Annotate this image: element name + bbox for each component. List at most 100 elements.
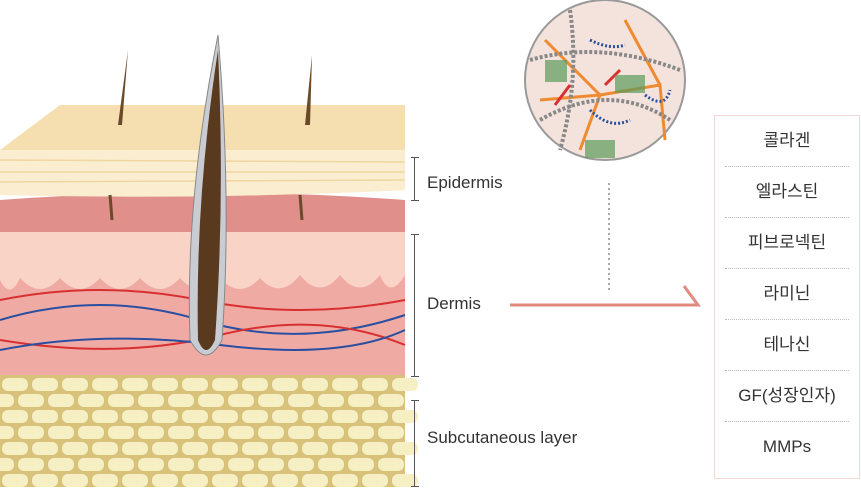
fat-cell [198, 394, 224, 407]
subcutaneous-bracket [411, 400, 421, 487]
fat-cell [378, 458, 404, 471]
fat-cell [108, 458, 134, 471]
fat-cell [348, 394, 374, 407]
fat-cell [108, 426, 134, 439]
fat-cell [122, 378, 148, 391]
fat-cell [212, 410, 238, 423]
fat-cell [302, 474, 328, 487]
fat-cell [122, 410, 148, 423]
hair-icon [305, 55, 312, 125]
fat-cell [228, 426, 254, 439]
fat-cell [392, 378, 418, 391]
fat-cell [258, 458, 284, 471]
fat-cell [152, 474, 178, 487]
list-item: 테나신 [725, 320, 849, 371]
list-item: 라미닌 [725, 269, 849, 320]
fat-cell [18, 426, 44, 439]
fat-cell [302, 410, 328, 423]
fat-cell [92, 410, 118, 423]
fat-cell [32, 442, 58, 455]
fat-cell [242, 410, 268, 423]
fat-cell [378, 426, 404, 439]
fat-cell [332, 442, 358, 455]
fat-cell [318, 426, 344, 439]
fat-cell [198, 426, 224, 439]
fat-cell [108, 394, 134, 407]
fat-cell [48, 394, 74, 407]
fat-cell [78, 458, 104, 471]
list-item: 피브로넥틴 [725, 218, 849, 269]
fat-cell [242, 378, 268, 391]
dermis-bracket [411, 234, 421, 377]
fat-cell [182, 410, 208, 423]
hair-icon [118, 50, 128, 125]
fat-cell [18, 458, 44, 471]
fat-cell [152, 442, 178, 455]
fat-cell [272, 410, 298, 423]
subcutaneous-layer-graphic [0, 375, 418, 487]
fat-cell [138, 426, 164, 439]
fat-cell [288, 394, 314, 407]
fat-cell [348, 458, 374, 471]
fat-cell [32, 474, 58, 487]
fat-cell [92, 474, 118, 487]
fat-cell [242, 474, 268, 487]
fat-cell [212, 474, 238, 487]
fat-cell [92, 378, 118, 391]
fat-cell [62, 442, 88, 455]
fat-cell [212, 442, 238, 455]
fat-cell [392, 410, 418, 423]
fat-cell [318, 458, 344, 471]
fat-cell [62, 410, 88, 423]
fat-cell [48, 458, 74, 471]
fat-cell [392, 474, 418, 487]
fat-cell [302, 378, 328, 391]
fat-cell [122, 442, 148, 455]
fat-cell [332, 410, 358, 423]
list-item: 엘라스틴 [725, 167, 849, 218]
arrow-connector [510, 285, 701, 307]
fat-cell [378, 394, 404, 407]
fat-cell [18, 394, 44, 407]
fat-cell [152, 410, 178, 423]
fat-cell [182, 378, 208, 391]
fat-cell [332, 474, 358, 487]
fat-cell [122, 474, 148, 487]
fat-cell [2, 442, 28, 455]
fat-cell [288, 426, 314, 439]
fat-cell [228, 394, 254, 407]
fat-cell [62, 378, 88, 391]
fat-cell [272, 442, 298, 455]
fat-cell [198, 458, 224, 471]
fat-cell [318, 394, 344, 407]
list-item: MMPs [762, 437, 812, 456]
fat-cell [392, 442, 418, 455]
fat-cell [32, 410, 58, 423]
fat-cell [0, 394, 14, 407]
fat-cell [182, 442, 208, 455]
fat-cell [2, 410, 28, 423]
list-item: 콜라겐 [725, 116, 849, 167]
fat-cell [362, 474, 388, 487]
fat-cell [0, 458, 14, 471]
fat-cell [48, 426, 74, 439]
fat-cell [242, 442, 268, 455]
fat-cell [302, 442, 328, 455]
fat-cell [168, 394, 194, 407]
fat-cell [362, 442, 388, 455]
list-item: GF(성장인자) [725, 371, 849, 422]
dermis-label: Dermis [427, 294, 481, 313]
fat-cell [272, 378, 298, 391]
fat-cell [168, 426, 194, 439]
fat-cell [32, 378, 58, 391]
fat-cell [2, 474, 28, 487]
fat-cell [228, 458, 254, 471]
fat-cell [332, 378, 358, 391]
ecm-component-list: 콜라겐 엘라스틴 피브로넥틴 라미닌 테나신 GF(성장인자) MMPs [714, 115, 860, 479]
epidermis-bracket [411, 157, 421, 201]
fat-cell [62, 474, 88, 487]
fat-cell [152, 378, 178, 391]
fat-cell [212, 378, 238, 391]
